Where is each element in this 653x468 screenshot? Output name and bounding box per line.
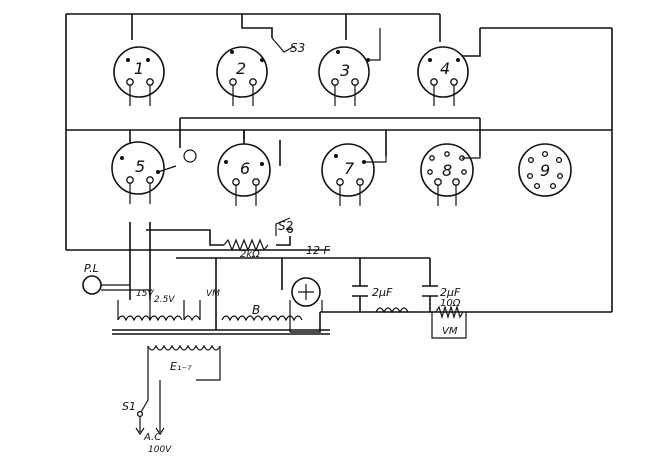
rectifier-tube	[289, 277, 323, 332]
socket-3-label: 3	[340, 61, 350, 80]
label-10r: 10Ω	[440, 298, 461, 309]
label-s2: S2	[278, 219, 293, 233]
socket-8-label: 8	[442, 161, 452, 180]
power-transformer	[112, 300, 330, 400]
socket-9: 9	[518, 143, 572, 197]
socket-6: 6	[217, 143, 271, 206]
label-100v: 100V	[148, 445, 172, 455]
socket-4-label: 4	[440, 59, 450, 78]
socket-8: 8	[420, 143, 481, 206]
capacitor-1	[352, 285, 368, 297]
label-12f: 12 F	[306, 244, 330, 257]
labels: S3 S2 2kΩ 12 F P.L 15V 2.5V VM B 2μF 2μF…	[84, 41, 461, 455]
label-s3: S3	[290, 41, 305, 55]
label-2-5v: 2.5V	[154, 295, 175, 305]
label-15v: 15V	[136, 289, 154, 299]
label-e: E₁₋₇	[170, 360, 192, 373]
label-b: B	[252, 303, 260, 317]
socket-4: 4	[417, 46, 469, 106]
choke-coil	[375, 307, 409, 314]
resistor-2k	[223, 238, 269, 252]
socket-2: 2	[216, 37, 296, 106]
socket-5-label: 5	[135, 157, 145, 176]
label-c1: 2μF	[372, 286, 393, 299]
socket-1-label: 1	[134, 59, 144, 78]
switch-s2	[275, 217, 294, 236]
pilot-lamp	[82, 275, 152, 295]
socket-9-label: 9	[540, 161, 550, 180]
label-ac: A.C	[143, 432, 161, 443]
label-vm2: VM	[442, 326, 458, 337]
socket-5: 5	[111, 141, 197, 204]
label-vm1: VM	[206, 289, 220, 299]
label-c2: 2μF	[440, 286, 461, 299]
socket-2-label: 2	[236, 59, 246, 78]
socket-6-label: 6	[240, 159, 250, 178]
socket-1: 1	[113, 46, 165, 106]
label-s1: S1	[122, 400, 136, 413]
socket-3: 3	[318, 28, 381, 106]
label-pl: P.L	[84, 262, 99, 275]
socket-7-label: 7	[344, 159, 355, 178]
resistor-10	[431, 304, 467, 339]
socket-7: 7	[321, 143, 387, 206]
label-r2k: 2kΩ	[240, 249, 260, 260]
capacitor-2	[422, 285, 438, 297]
mains-switch	[135, 380, 165, 436]
